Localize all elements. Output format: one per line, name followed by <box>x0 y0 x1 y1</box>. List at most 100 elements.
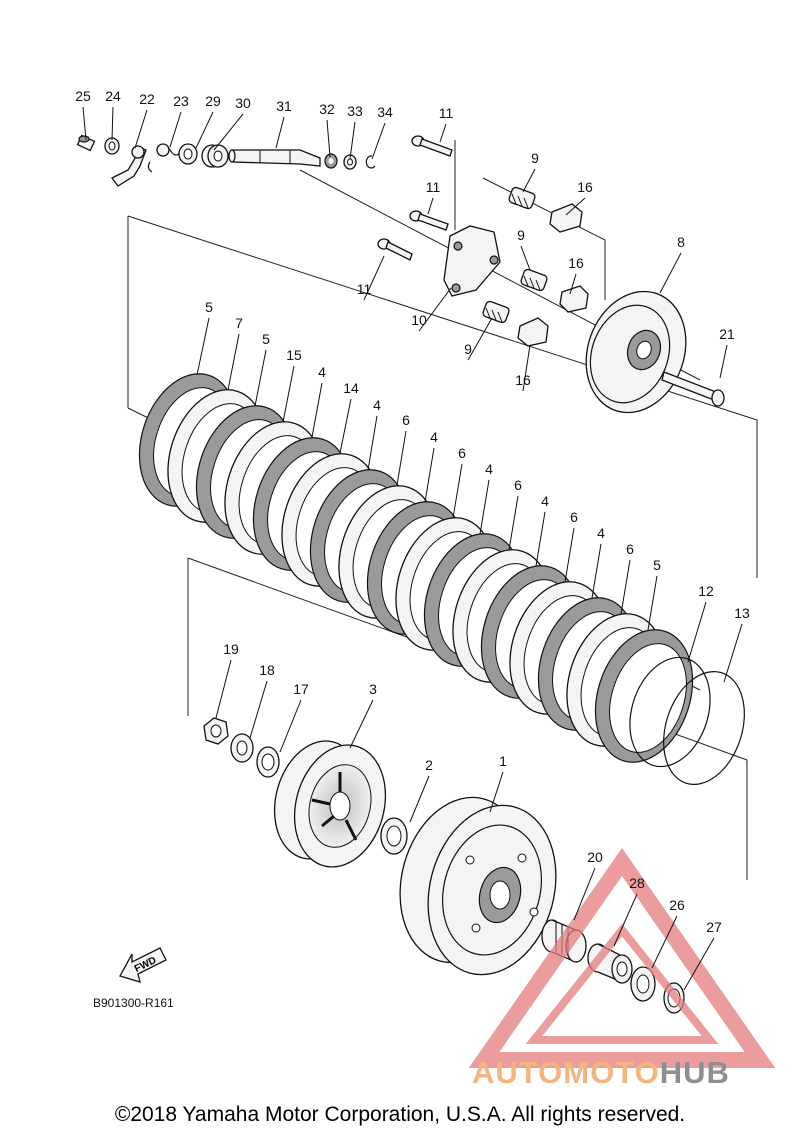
leader-line <box>215 659 232 719</box>
callout-c4a: 4 <box>311 364 326 438</box>
part-3-clutch-boss <box>273 740 387 868</box>
callout-number: 32 <box>319 101 335 117</box>
callout-c9b: 9 <box>517 227 531 271</box>
callout-number: 25 <box>75 88 91 104</box>
callout-number: 7 <box>235 315 243 331</box>
part-16-guide-b <box>559 285 589 313</box>
callout-c19: 19 <box>215 641 239 719</box>
callout-number: 5 <box>262 331 270 347</box>
leader-line <box>719 344 728 379</box>
callout-number: 16 <box>568 255 584 271</box>
callout-c4e: 4 <box>535 493 549 567</box>
callout-c12: 12 <box>687 583 714 663</box>
callout-number: 8 <box>677 234 685 250</box>
callout-number: 33 <box>347 103 363 119</box>
callout-c30: 30 <box>213 95 251 151</box>
callout-c17: 17 <box>279 681 309 753</box>
callout-number: 16 <box>515 372 531 388</box>
part-19-nut <box>203 717 229 745</box>
leader-line <box>339 398 352 454</box>
callout-number: 15 <box>286 347 302 363</box>
part-21-push-rod <box>661 371 725 407</box>
callout-c23: 23 <box>169 93 189 148</box>
callout-number: 4 <box>430 429 438 445</box>
callout-c28: 28 <box>613 875 645 947</box>
fwd-arrow-icon: FWD <box>119 947 167 983</box>
callout-number: 23 <box>173 93 189 109</box>
callout-c2: 2 <box>409 757 433 823</box>
callout-c9a: 9 <box>522 150 539 193</box>
leader-line <box>396 430 407 486</box>
leader-line <box>279 699 302 753</box>
part-1-primary-driven-gear <box>399 796 557 976</box>
leader-line <box>522 344 531 392</box>
part-11-bolt-b <box>409 210 449 231</box>
callout-number: 4 <box>597 525 605 541</box>
leader-line <box>195 111 214 149</box>
callout-c16c: 16 <box>515 344 531 392</box>
callout-number: 16 <box>577 179 593 195</box>
callout-number: 9 <box>464 341 472 357</box>
part-11-bolt-c <box>377 238 413 261</box>
copyright-notice: ©2018 Yamaha Motor Corporation, U.S.A. A… <box>114 1103 686 1126</box>
callout-number: 22 <box>139 91 155 107</box>
leader-line <box>489 771 504 813</box>
callout-number: 30 <box>235 95 251 111</box>
callout-number: 4 <box>373 397 381 413</box>
callout-c5a: 5 <box>196 299 213 376</box>
watermark-text-auto: AUTOMOTO <box>472 1055 660 1090</box>
callout-number: 27 <box>706 919 722 935</box>
leader-line <box>363 255 385 301</box>
callout-c4f: 4 <box>591 525 605 599</box>
callout-number: 20 <box>587 849 603 865</box>
part-9-spring-b <box>520 268 548 292</box>
callout-number: 9 <box>517 227 525 243</box>
callout-number: 5 <box>205 299 213 315</box>
part-25-screw <box>76 134 96 152</box>
part-16-guide-a <box>549 203 583 233</box>
callout-number: 31 <box>276 98 292 114</box>
callout-c5c: 5 <box>647 557 661 631</box>
leader-line <box>311 382 323 438</box>
callout-c16b: 16 <box>568 255 584 295</box>
leader-line <box>520 245 531 271</box>
callout-number: 28 <box>629 875 645 891</box>
callout-number: 6 <box>402 412 410 428</box>
leader-line <box>687 601 707 663</box>
callout-number: 24 <box>105 88 121 104</box>
leader-line <box>418 287 452 332</box>
leader-line <box>613 893 638 947</box>
part-8-pressure-plate <box>585 290 687 414</box>
callout-number: 13 <box>734 605 750 621</box>
callout-number: 4 <box>541 493 549 509</box>
part-33-washer <box>343 154 357 170</box>
leader-line <box>522 168 536 193</box>
part-9-spring-c <box>482 300 510 324</box>
part-17-washer <box>256 746 280 778</box>
callout-c33: 33 <box>347 103 363 160</box>
part-22-lever <box>111 145 147 187</box>
callout-number: 11 <box>426 179 441 195</box>
leader-line <box>620 559 631 615</box>
assembly-frame-lower <box>187 557 748 880</box>
leader-line <box>452 463 463 519</box>
callout-c27: 27 <box>683 919 722 991</box>
callout-number: 26 <box>669 897 685 913</box>
leader-line <box>254 349 267 407</box>
part-32-collar <box>324 153 338 169</box>
callout-c6c: 6 <box>508 477 522 551</box>
leader-line <box>367 415 378 471</box>
callout-c4b: 4 <box>367 397 381 471</box>
leader-line <box>82 106 87 141</box>
leader-line <box>591 543 602 599</box>
callout-number: 19 <box>223 641 239 657</box>
leader-line <box>349 121 356 160</box>
leader-line <box>723 623 743 683</box>
leader-line <box>326 119 331 158</box>
clutch-plate-stack <box>138 373 694 763</box>
callout-number: 6 <box>570 509 578 525</box>
part-16-guide-c <box>517 317 549 347</box>
leader-line <box>409 775 430 823</box>
callout-number: 17 <box>293 681 309 697</box>
